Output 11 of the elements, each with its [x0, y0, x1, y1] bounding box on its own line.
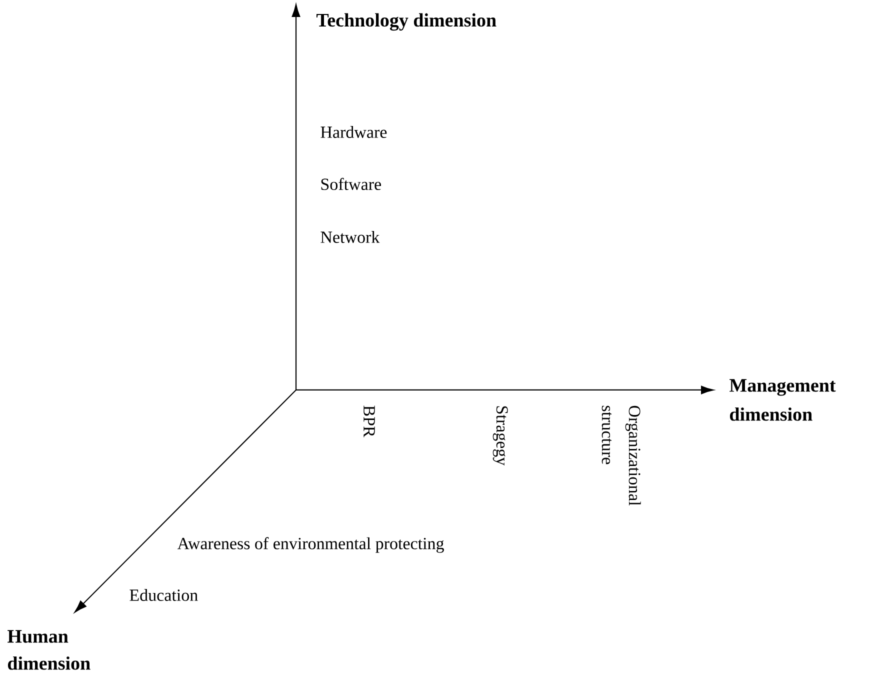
item-label: Hardware	[320, 126, 387, 138]
item-label: Organizational structure	[602, 406, 641, 506]
item-label: Education	[130, 589, 198, 601]
axis-title: Technology dimension	[316, 13, 496, 31]
axis-title: Human dimension	[8, 630, 90, 670]
item-label: Stragegy	[492, 406, 508, 466]
item-label: Awareness of environmental protecting	[177, 537, 444, 553]
axis-title: Management dimension	[730, 379, 836, 421]
item-label: BPR	[364, 406, 375, 438]
item-label: Network	[320, 231, 380, 243]
item-label: Software	[321, 178, 381, 190]
